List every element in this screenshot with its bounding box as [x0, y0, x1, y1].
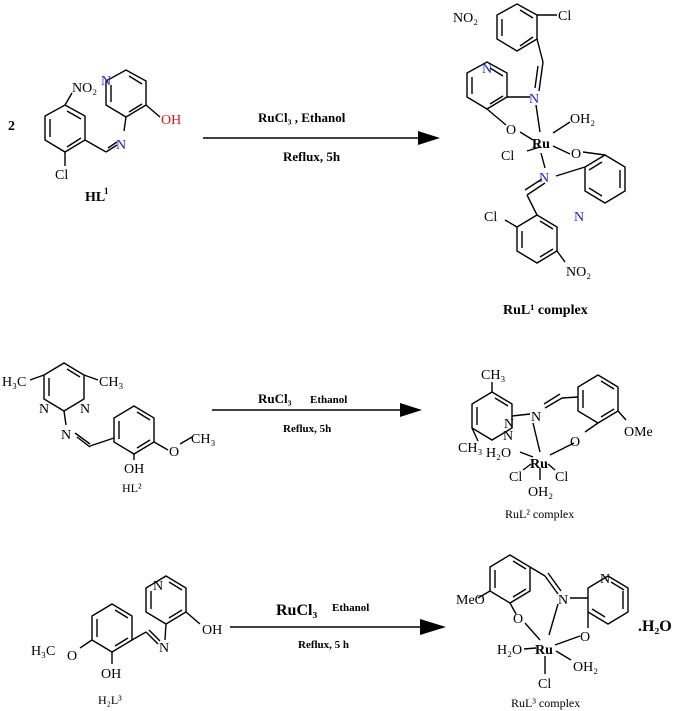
hydrate-label: .H₂O	[638, 618, 672, 635]
complex2-cl-right: Cl	[555, 470, 568, 485]
complex1-water: OH₂	[570, 112, 595, 127]
ligand-hl1-structure	[44, 69, 161, 166]
ligand-name-hl1: HL	[85, 190, 105, 205]
ligand-name-hl1-sup: 1	[104, 186, 109, 196]
complex2-o: O	[570, 435, 580, 450]
methoxy-o-label: O	[169, 445, 179, 460]
complex-name-rul2: RuL² complex	[505, 507, 574, 521]
chloro-label: Cl	[55, 168, 68, 183]
reaction-2: H₃C CH₃ N N N OH O CH₃ HL² RuCl₃ Ethanol…	[2, 362, 653, 521]
reaction-arrow-3	[230, 619, 446, 635]
complex1-metal: Ru	[532, 137, 550, 152]
hydroxyl-label: OH	[161, 113, 181, 128]
ligand-h2l3-structure	[79, 575, 201, 664]
complex-rul2-structure	[471, 374, 627, 480]
phenol-oh-label: OH	[101, 667, 121, 682]
pyrimidine-n-left: N	[39, 402, 49, 417]
complex-rul1-structure	[466, 3, 626, 264]
reaction-arrow-2	[212, 403, 422, 417]
methyl-left: H₃C	[2, 375, 26, 390]
complex1-o-right: O	[571, 147, 581, 162]
methoxy-ch3-label: CH₃	[191, 432, 215, 447]
complex-rul3-structure	[477, 554, 629, 674]
ligand-name-hl2: HL²	[122, 481, 142, 495]
complex3-water-right: OH₂	[573, 660, 598, 675]
complex1-n-imine-top: N	[529, 92, 539, 107]
methoxy-ch3-label: H₃C	[31, 644, 55, 659]
complex3-water-left: H₂O	[497, 643, 522, 658]
imine-n-label: N	[159, 641, 169, 656]
complex3-metal: Ru	[535, 643, 553, 658]
complex3-o-phenol: O	[513, 612, 523, 627]
complex-name-rul1: RuL¹ complex	[503, 303, 588, 318]
complex2-n-pyrimidine-2: N	[503, 429, 513, 444]
reaction-arrow-1	[203, 131, 440, 145]
pyridine-n-label: N	[101, 74, 111, 89]
complex1-cl-top: Cl	[558, 9, 571, 24]
pyrimidine-n-right: N	[80, 402, 90, 417]
complex2-methyl-bottom: CH₃	[458, 441, 482, 456]
complex1-nitro-top: NO₂	[453, 11, 478, 26]
solvent-label-3: Ethanol	[332, 602, 369, 614]
complex1-o-left: O	[506, 123, 516, 138]
imine-n-label: N	[61, 428, 71, 443]
complex-name-rul3: RuL³ complex	[511, 696, 580, 710]
complex1-cl-bottom: Cl	[484, 210, 497, 225]
complex2-n-imine: N	[531, 410, 541, 425]
complex3-ome: MeO	[456, 593, 485, 608]
stoich-coefficient: 2	[8, 119, 15, 134]
methyl-right: CH₃	[99, 375, 123, 390]
complex3-n-imine: N	[558, 593, 568, 608]
reaction-1: 2 NO₂ N N OH Cl HL 1	[8, 3, 626, 318]
complex3-o-pyr: O	[580, 630, 590, 645]
complex2-n-pyrimidine-1: N	[504, 417, 514, 432]
complex1-n-imine-bottom: N	[539, 171, 549, 186]
reagent-label-2: RuCl₃	[258, 391, 292, 406]
complex2-metal: Ru	[530, 457, 548, 472]
complex2-cl-left: Cl	[509, 470, 522, 485]
complex2-methyl-top: CH₃	[481, 368, 505, 383]
reagent-label-1: RuCl₃ , Ethanol	[258, 110, 346, 125]
complex2-water-top: H₂O	[486, 446, 511, 461]
condition-label-1: Reflux, 5h	[283, 149, 341, 164]
reagent-label-3: RuCl₃	[276, 602, 317, 619]
reaction-3: H₃C O OH N N OH H₂L³ RuCl₃ Ethanol Reflu…	[31, 554, 672, 710]
complex2-ome: OMe	[624, 425, 653, 440]
complex3-n-pyr: N	[600, 572, 610, 587]
complex1-cl-metal: Cl	[501, 149, 514, 164]
complex1-n-pyr-top: N	[482, 62, 492, 77]
ligand-hl2-structure	[29, 362, 193, 460]
methoxy-o-label: O	[67, 649, 77, 664]
solvent-label-2: Ethanol	[310, 394, 347, 406]
pyridinol-oh-label: OH	[202, 623, 222, 638]
phenol-oh-label: OH	[124, 462, 144, 477]
imine-n-label: N	[116, 138, 126, 153]
pyridine-n-label: N	[153, 579, 163, 594]
complex1-n-pyr-bottom: N	[574, 210, 584, 225]
complex1-nitro-bottom: NO₂	[566, 265, 591, 280]
condition-label-3: Reflux, 5 h	[298, 639, 349, 651]
complex2-water-bottom: OH₂	[528, 485, 553, 500]
complex3-cl: Cl	[538, 677, 551, 692]
ligand-name-h2l3: H₂L³	[98, 693, 122, 707]
nitro-label: NO₂	[72, 81, 97, 96]
condition-label-2: Reflux, 5h	[283, 423, 331, 435]
